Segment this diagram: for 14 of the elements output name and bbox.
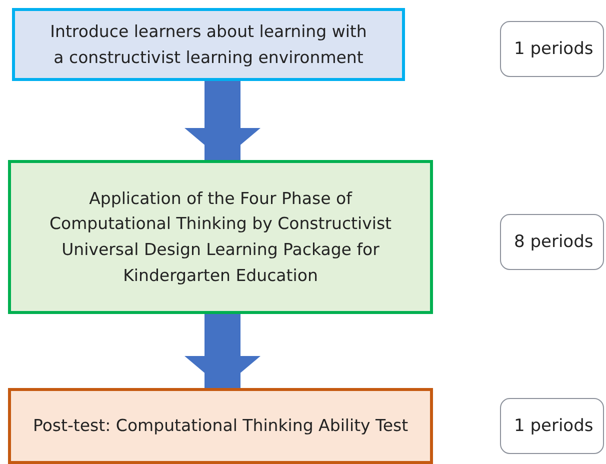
process-box: [12, 8, 405, 81]
step-text: Introduce learners about learning with a constructivist learning environment: [49, 20, 368, 68]
duration-label: 1 periods: [514, 416, 594, 436]
step-text: Application of the Four Phase of Computational Thinking by Constructivist Universal Design Learning Package for Kindergarten Education: [48, 188, 393, 287]
duration-box: [500, 398, 604, 454]
process-box: [8, 160, 433, 314]
step-text: Post-test: Computational Thinking Ability Test: [32, 415, 408, 438]
block-arrow: [184, 314, 260, 388]
duration-box: [500, 214, 604, 270]
duration-label: 1 periods: [514, 39, 594, 59]
process-box: [8, 388, 433, 464]
block-arrow: [184, 81, 260, 160]
duration-box: [500, 21, 604, 77]
duration-label: 8 periods: [514, 232, 594, 252]
